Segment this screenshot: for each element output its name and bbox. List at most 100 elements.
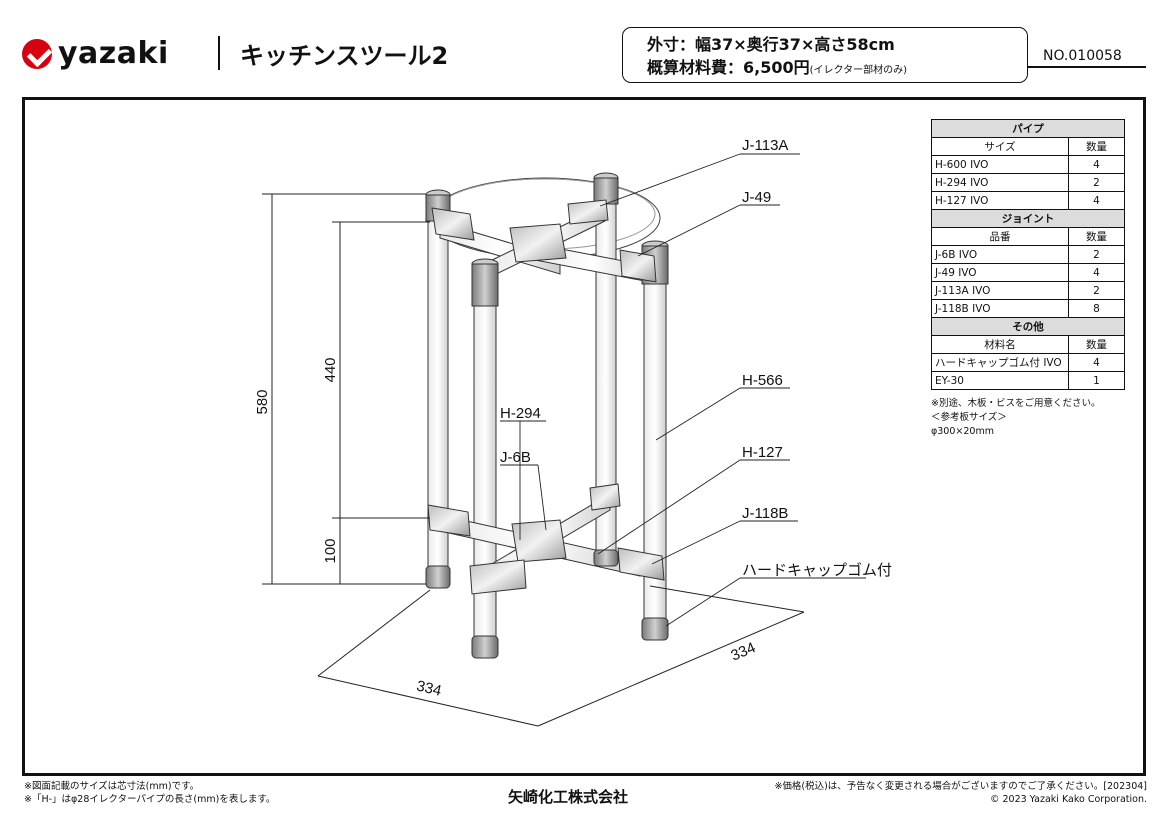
spec-box: 外寸：幅37×奥行37×高さ58cm 概算材料費：6,500円(イレクター部材の… (622, 27, 1028, 83)
spec-cost-note: (イレクター部材のみ) (809, 65, 908, 76)
pipe-col-qty: 数量 (1068, 137, 1125, 156)
leader-h566 (655, 387, 741, 441)
leader-h127 (597, 459, 741, 555)
title-divider (218, 36, 220, 70)
dim-334-front-value: 334 (415, 678, 443, 700)
part-name: J-49 IVO (931, 263, 1069, 282)
part-name: H-600 IVO (931, 155, 1069, 174)
other-col-qty: 数量 (1068, 335, 1125, 354)
part-name: EY-30 (931, 371, 1069, 390)
part-qty: 4 (1068, 263, 1125, 282)
label-hardcap: ハードキャップゴム付 (742, 561, 892, 579)
part-qty: 2 (1068, 281, 1125, 300)
leader-hardcap (665, 577, 741, 627)
table-notes: ※別途、木板・ビスをご用意ください。 ＜参考板サイズ＞ φ300×20mm (931, 397, 1100, 439)
part-qty: 4 (1068, 191, 1125, 210)
part-qty: 4 (1068, 155, 1125, 174)
dimension-lines (262, 193, 805, 727)
label-j113a: J-113A (742, 137, 788, 154)
part-name: J-113A IVO (931, 281, 1069, 300)
dimension-values: 580 440 100 334 334 (254, 357, 758, 699)
part-qty: 8 (1068, 299, 1125, 318)
footer-notes-left: ※図面記載のサイズは芯寸法(mm)です。 ※「H-」はφ28イレクターパイプの長… (24, 780, 275, 806)
yazaki-logo: yazaki (22, 36, 169, 71)
part-qty: 2 (1068, 245, 1125, 264)
foot-back-left (425, 565, 451, 589)
dim-100-value: 100 (322, 538, 339, 563)
joint-col-qty: 数量 (1068, 227, 1125, 246)
part-name: H-294 IVO (931, 173, 1069, 192)
foot-front-right (641, 617, 669, 641)
table-row: H-127 IVO 4 (931, 191, 1125, 210)
joint-col-name: 品番 (931, 227, 1069, 246)
parts-table: パイプ サイズ 数量 H-600 IVO 4 H-294 IVO 2 H-127… (931, 119, 1125, 390)
dim-334-side-ext (649, 585, 805, 613)
label-j6b: J-6B (500, 449, 531, 466)
part-name: H-127 IVO (931, 191, 1069, 210)
spec-cost-line: 概算材料費：6,500円(イレクター部材のみ) (647, 56, 1027, 82)
joint-j6b-center (511, 519, 567, 563)
spec-dimensions: 外寸：幅37×奥行37×高さ58cm (647, 35, 895, 54)
other-col-name: 材料名 (931, 335, 1069, 354)
label-h566: H-566 (742, 372, 783, 389)
footer-note: ※「H-」はφ28イレクターパイプの長さ(mm)を表します。 (24, 794, 276, 805)
label-h294: H-294 (500, 405, 541, 422)
page-title: キッチンスツール2 (240, 42, 449, 70)
label-j118b: J-118B (742, 505, 788, 522)
leader-j113a (599, 153, 741, 207)
dim-334-side-line (537, 611, 805, 727)
part-name: J-6B IVO (931, 245, 1069, 264)
joint-j118b-back-right (589, 483, 621, 511)
table-row: H-294 IVO 2 (931, 173, 1125, 192)
yazaki-logo-mark-icon (22, 38, 52, 69)
joint-j113a-center (509, 223, 567, 263)
joint-j118b-front-left (469, 559, 527, 595)
part-name: J-118B IVO (931, 299, 1069, 318)
copyright: © 2023 Yazaki Kako Corporation. (989, 794, 1147, 805)
drawing-frame (22, 97, 1146, 776)
joint-j118b-front-right (617, 547, 665, 581)
dim-440-value: 440 (322, 357, 339, 382)
footer-notes-right: ※価格(税込)は、予告なく変更される場合がございますのでご了承ください。[202… (774, 780, 1147, 806)
note-line: φ300×20mm (931, 426, 994, 437)
part-labels: J-113A J-49 H-566 H-294 J-6B H-127 J-118… (500, 137, 892, 579)
header-rule (1028, 66, 1146, 68)
leader-j118b (651, 520, 741, 565)
part-qty: 4 (1068, 353, 1125, 372)
joint-j49-upper-right (567, 199, 609, 225)
table-row: H-600 IVO 4 (931, 155, 1125, 174)
part-qty: 1 (1068, 371, 1125, 390)
cap-front-left-body (471, 263, 499, 307)
note-line: ＜参考板サイズ＞ (931, 412, 1007, 423)
table-row: EY-30 1 (931, 371, 1125, 390)
table-row: ハードキャップゴム付 IVO 4 (931, 353, 1125, 372)
pipe-col-name: サイズ (931, 137, 1069, 156)
leader-lines (500, 153, 866, 627)
table-row: J-113A IVO 2 (931, 281, 1125, 300)
spec-cost: 概算材料費：6,500円 (647, 58, 810, 77)
company-name: 矢崎化工株式会社 (508, 788, 629, 806)
foot-back-right (593, 549, 619, 567)
dim-334-front-ext-left (317, 589, 431, 677)
joint-j118b-back-left (427, 504, 471, 537)
footer-note: ※図面記載のサイズは芯寸法(mm)です。 (24, 781, 200, 792)
dim-334-front-line (317, 675, 539, 727)
leader-j49 (637, 204, 741, 257)
joint-j49-upper-left (431, 207, 475, 241)
stool-frame-drawing (425, 172, 669, 659)
label-h127: H-127 (742, 444, 783, 461)
logo-text: yazaki (58, 36, 169, 71)
leader-j6b (537, 464, 547, 531)
table-row: J-49 IVO 4 (931, 263, 1125, 282)
foot-front-left (471, 635, 499, 659)
dim-580-value: 580 (254, 389, 271, 414)
price-disclaimer: ※価格(税込)は、予告なく変更される場合がございますのでご了承ください。[202… (774, 781, 1147, 792)
pipe-section-header: パイプ (931, 119, 1125, 138)
part-qty: 2 (1068, 173, 1125, 192)
part-name: ハードキャップゴム付 IVO (931, 353, 1069, 372)
other-section-header: その他 (931, 317, 1125, 336)
label-j49: J-49 (742, 189, 771, 206)
joint-section-header: ジョイント (931, 209, 1125, 228)
note-line: ※別途、木板・ビスをご用意ください。 (931, 398, 1101, 409)
